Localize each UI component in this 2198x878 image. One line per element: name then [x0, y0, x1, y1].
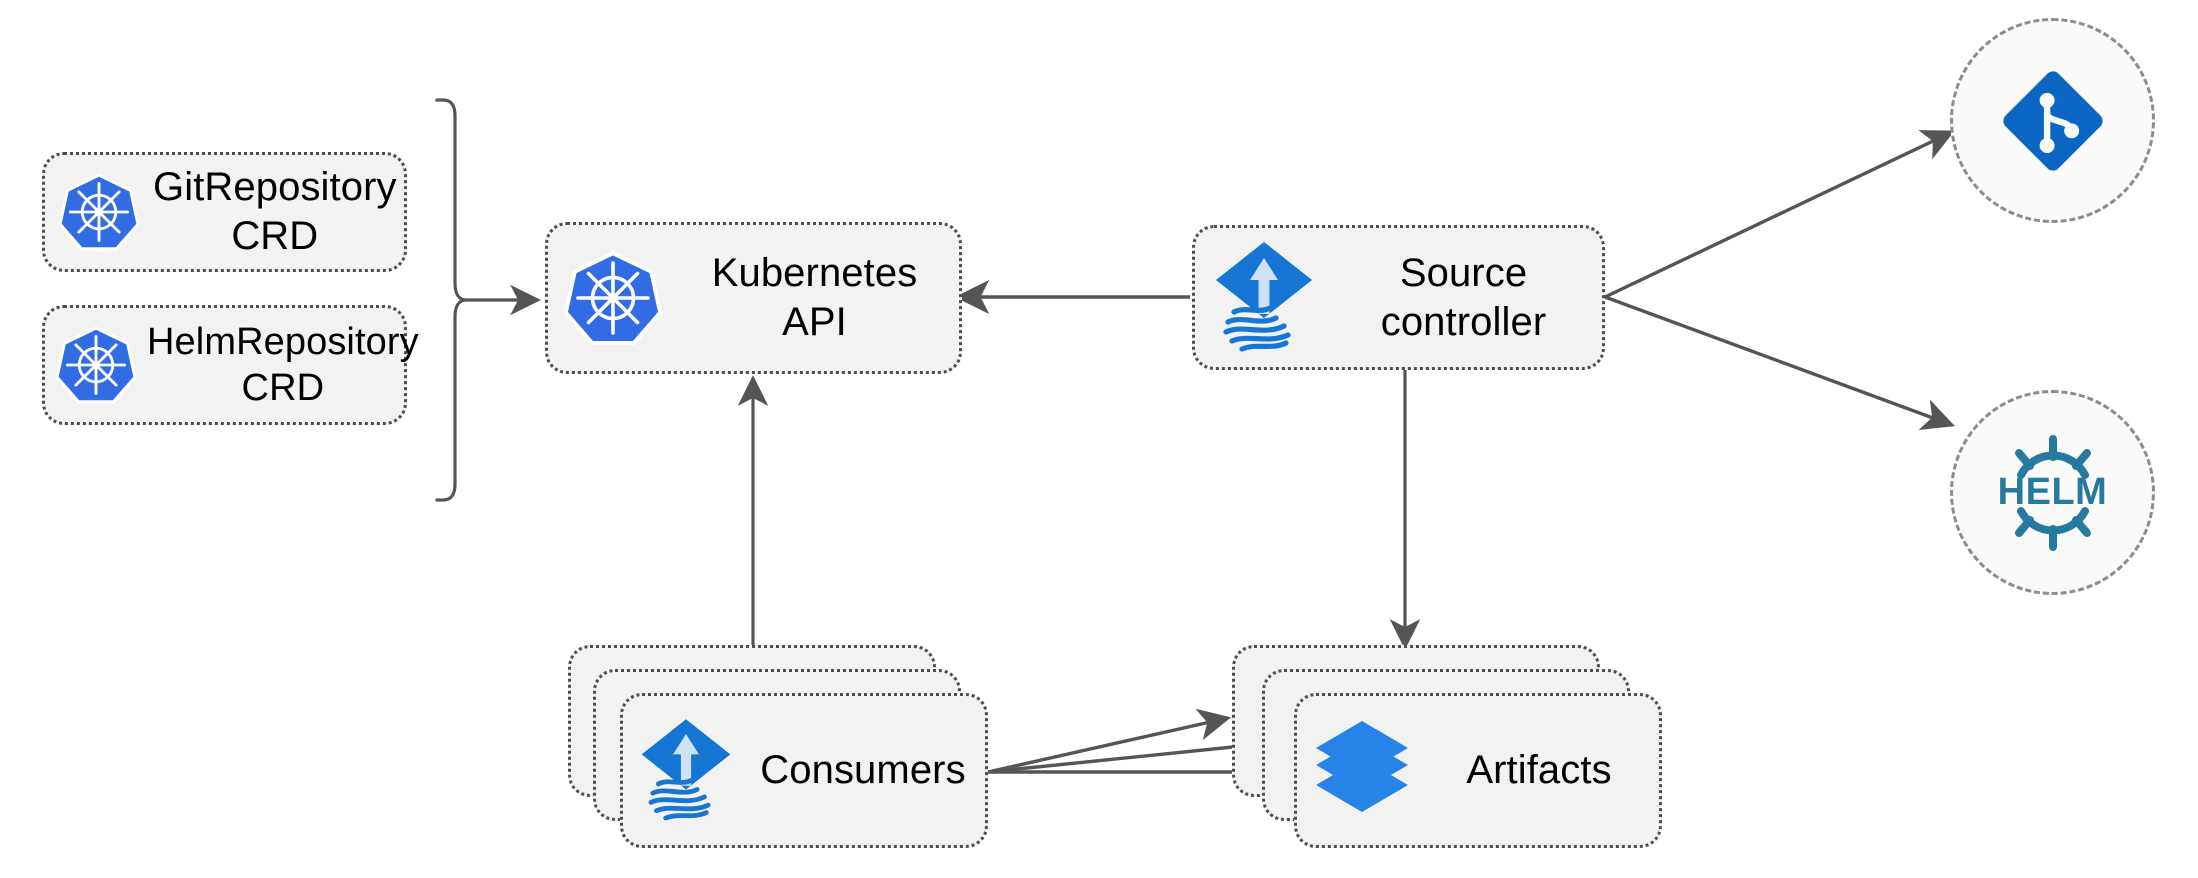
node-label-source-controller: Source controller — [1380, 250, 1547, 344]
edge-consumers-to-artifacts-2 — [987, 730, 1266, 774]
kubernetes-icon — [45, 170, 153, 254]
node-helm-provider[interactable]: HELM — [1950, 390, 2155, 595]
helm-wordmark: HELM — [1997, 471, 2108, 513]
kubernetes-icon — [548, 248, 678, 348]
consumers-stack-card-front[interactable]: Consumers — [620, 693, 988, 848]
node-kubernetes-api[interactable]: Kubernetes API — [545, 222, 962, 374]
edge-consumers-to-artifacts-1 — [987, 708, 1232, 774]
node-helmrepository-crd[interactable]: HelmRepository CRD — [42, 305, 419, 425]
node-label-consumers: Consumers — [760, 748, 966, 793]
node-source-controller[interactable]: Source controller — [1192, 225, 1605, 370]
crd-group-brace — [435, 98, 467, 502]
node-label-gitrepository-crd: GitRepository CRD — [153, 165, 397, 258]
node-label-artifacts: Artifacts — [1466, 748, 1612, 793]
helm-icon: HELM — [1983, 423, 2123, 563]
node-git-provider[interactable] — [1950, 18, 2155, 223]
edge-source-controller-to-helm — [1604, 295, 1955, 430]
git-icon — [1994, 62, 2112, 180]
node-label-helmrepository-crd: HelmRepository CRD — [147, 320, 419, 409]
node-artifacts[interactable]: Artifacts — [1232, 645, 1662, 853]
kubernetes-icon — [45, 323, 147, 407]
flux-icon — [1195, 240, 1333, 356]
node-label-kubernetes-api: Kubernetes API — [711, 251, 918, 344]
artifacts-stack-card-front[interactable]: Artifacts — [1294, 693, 1662, 848]
layers-icon — [1297, 719, 1427, 823]
edge-source-controller-to-git — [1604, 130, 1955, 299]
flux-icon — [623, 712, 749, 830]
node-gitrepository-crd[interactable]: GitRepository CRD — [42, 152, 407, 272]
node-consumers[interactable]: Consumers — [568, 645, 993, 853]
